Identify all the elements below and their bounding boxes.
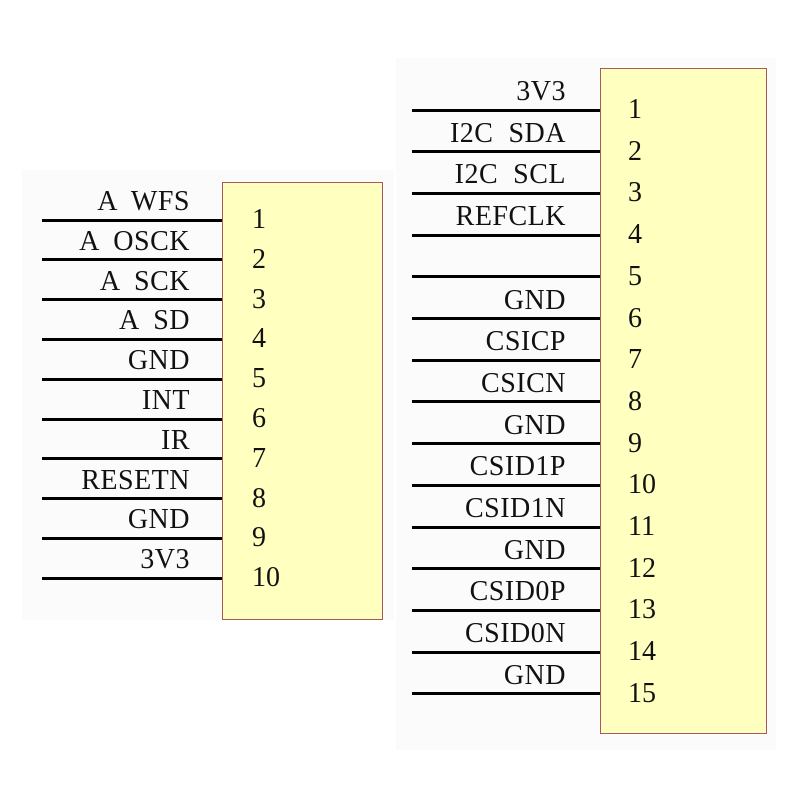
pin-wire [412, 483, 600, 487]
pin-label: CSID0N [464, 618, 566, 650]
pin-label: GND [503, 284, 566, 316]
pin-number: 6 [628, 302, 642, 334]
pin-label: A SCK [99, 265, 190, 297]
pin-number: 8 [628, 385, 642, 417]
pin-number: 1 [252, 204, 266, 235]
pin-wire [42, 497, 222, 501]
pin-label: GND [503, 409, 566, 441]
pin-number: 6 [252, 403, 266, 434]
pin-number: 5 [628, 260, 642, 292]
pin-wire [412, 567, 600, 571]
pin-number: 2 [252, 243, 266, 275]
pin-label: INT [141, 385, 190, 416]
pin-label: REFCLK [455, 201, 566, 233]
pin-label: RESETN [81, 464, 190, 496]
pin-wire [412, 358, 600, 362]
pin-number: 7 [252, 442, 266, 474]
pin-number: 3 [628, 177, 642, 209]
pin-number: 15 [628, 677, 656, 709]
pin-number: 2 [628, 135, 642, 167]
connector-body [222, 182, 383, 620]
pin-label: A SD [119, 305, 190, 337]
pin-label: I2C SDA [449, 117, 566, 149]
pin-number: 10 [628, 469, 656, 501]
pin-label: 3V3 [140, 544, 190, 576]
pin-label: CSID0P [469, 576, 566, 608]
pin-wire [42, 298, 222, 302]
pin-number: 7 [628, 344, 642, 376]
pin-wire [412, 108, 600, 112]
pin-wire [412, 191, 600, 195]
pin-number: 13 [628, 594, 656, 626]
pin-label: GND [503, 534, 566, 566]
pin-label: I2C SCL [454, 159, 566, 191]
pin-wire [412, 317, 600, 320]
connector-body [600, 68, 767, 734]
pin-label: A WFS [97, 186, 190, 217]
pin-label: GND [127, 345, 190, 377]
pin-wire [42, 377, 222, 381]
pin-wire [42, 576, 222, 580]
pin-number: 10 [252, 562, 280, 594]
pin-label: GND [503, 659, 566, 691]
pin-wire [412, 275, 600, 279]
pin-wire [412, 650, 600, 654]
pin-wire [42, 457, 222, 461]
pin-number: 11 [628, 511, 655, 542]
pin-label: CSID1N [464, 493, 566, 524]
pin-label: CSICP [485, 326, 566, 358]
pin-label: CSICN [481, 367, 566, 399]
pin-label: CSID1P [469, 451, 566, 483]
pin-label: 3V3 [516, 76, 566, 107]
pin-number: 4 [628, 219, 642, 251]
pin-number: 4 [252, 323, 266, 355]
pin-number: 9 [252, 522, 266, 554]
pin-number: 14 [628, 636, 656, 668]
pin-number: 8 [252, 482, 266, 514]
pin-wire [412, 608, 600, 612]
pin-number: 1 [628, 94, 642, 125]
pin-wire [42, 258, 222, 262]
pin-wire [42, 536, 222, 540]
pin-wire [42, 218, 222, 222]
pin-wire [412, 692, 600, 696]
pin-wire [42, 417, 222, 421]
pin-wire [412, 442, 600, 446]
pin-number: 12 [628, 552, 656, 584]
pin-wire [412, 525, 600, 529]
pin-label: GND [127, 504, 190, 536]
pin-wire [42, 337, 222, 341]
pin-number: 5 [252, 363, 266, 395]
pin-number: 9 [628, 427, 642, 459]
pin-wire [412, 233, 600, 237]
pin-wire [412, 400, 600, 404]
pin-number: 3 [252, 283, 266, 315]
pin-wire [412, 150, 600, 154]
pin-label: IR [161, 424, 190, 456]
pin-label: A OSCK [79, 225, 190, 257]
